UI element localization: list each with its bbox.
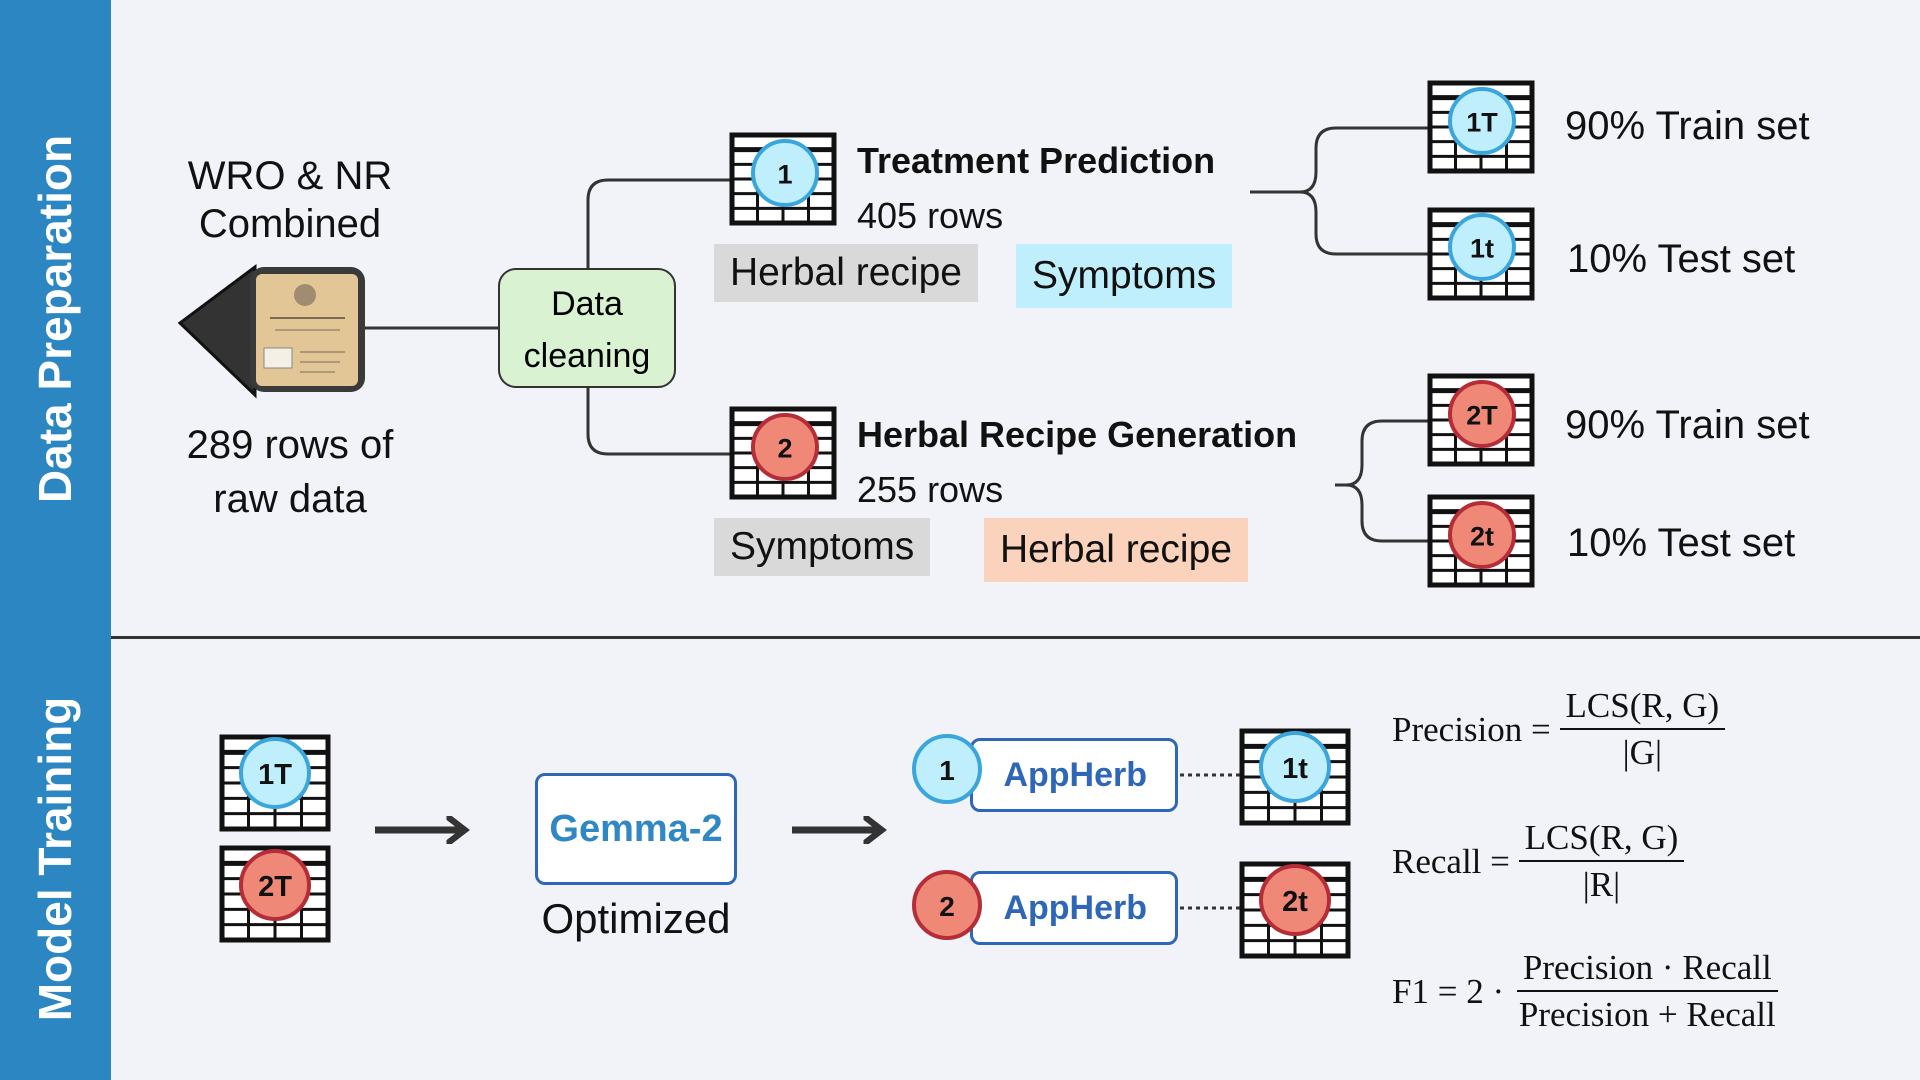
data-cleaning-line2: cleaning [523,337,651,375]
appherb-1-box: AppHerb [970,738,1178,812]
task1-title: Treatment Prediction [857,140,1216,181]
source-caption-line1: 289 rows of [186,423,394,467]
task1-train-table-icon [1427,80,1535,174]
task2-train-table-icon [1427,373,1535,467]
brace-task1-test [1299,190,1430,256]
source-title: WRO & NR Combined [170,152,410,248]
test-set-1t-table-icon [1239,728,1351,826]
link-cleaning-to-task1 [586,178,730,268]
task2-test-label: 10% Test set [1567,521,1796,565]
data-cleaning-line1: Data [551,285,623,323]
f1-equation: F1 = 2 · Precision · Recall Precision + … [1392,946,1782,1038]
gemma-model-box: Gemma-2 [535,773,737,885]
task2-train-label: 90% Train set [1565,403,1810,447]
link-cleaning-to-task2 [586,388,730,456]
test-set-2t-table-icon [1239,861,1351,959]
recall-fraction: LCS(R, G) |R| [1518,816,1685,908]
source-title-line1: WRO & NR [187,154,393,198]
train-set-2T-table-icon [219,845,331,943]
recall-equation: Recall = LCS(R, G) |R| [1392,816,1685,908]
task1-rows: 405 rows [857,195,1004,236]
task2-output-tag: Herbal recipe [984,518,1248,582]
brace-task2-test [1345,483,1430,543]
source-caption-line2: raw data [213,477,367,521]
precision-equation: Precision = LCS(R, G) |G| [1392,684,1726,776]
task2-table-icon [729,406,837,500]
task1-output-tag: Symptoms [1016,244,1233,308]
data-cleaning-box: Data cleaning [498,268,676,388]
source-caption: 289 rows of raw data [160,418,420,526]
model-caption: Optimized [541,895,731,942]
task2-input-tag: Symptoms [714,518,931,576]
precision-numerator: LCS(R, G) [1559,684,1726,730]
precision-fraction: LCS(R, G) |G| [1559,684,1726,776]
precision-denominator: |G| [1622,733,1662,772]
source-title-line2: Combined [198,202,382,246]
task2-rows: 255 rows [857,469,1004,510]
task2-test-table-icon [1427,494,1535,588]
task1-train-label: 90% Train set [1565,104,1810,148]
brace-task1-train [1250,126,1430,194]
appherb-2-box: AppHerb [970,871,1178,945]
task1-test-label: 10% Test set [1567,237,1796,281]
sidebar-model-training: Model Training [0,638,111,1080]
f1-numerator: Precision · Recall [1516,946,1778,992]
recall-denominator: |R| [1582,865,1621,904]
f1-fraction: Precision · Recall Precision + Recall [1513,946,1782,1038]
task1-test-table-icon [1427,207,1535,301]
task1-table-icon [729,132,837,226]
f1-denominator: Precision + Recall [1518,995,1776,1034]
train-set-1T-table-icon [219,734,331,832]
precision-label: Precision = [1392,710,1551,749]
recall-numerator: LCS(R, G) [1518,816,1685,862]
section-divider [111,636,1920,639]
task1-input-tag: Herbal recipe [714,244,978,302]
f1-label: F1 = 2 · [1392,972,1505,1011]
brace-task2-train [1335,419,1430,487]
task2-title: Herbal Recipe Generation [857,414,1298,455]
recall-label: Recall = [1392,842,1510,881]
manuscript-book-icon [177,264,365,399]
sidebar-data-preparation: Data Preparation [0,0,111,638]
